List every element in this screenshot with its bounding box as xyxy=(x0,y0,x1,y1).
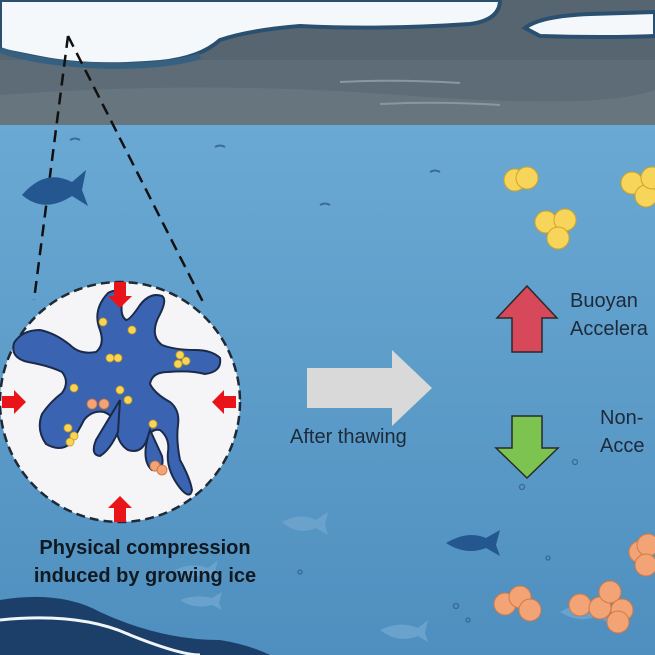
buoyant-label-line2: Accelera xyxy=(570,318,648,340)
fish-icon xyxy=(446,530,500,556)
seabed-wave xyxy=(0,596,270,655)
compression-arrow-left xyxy=(2,390,26,414)
magnified-floc-view xyxy=(0,280,242,524)
compression-caption: Physical compression induced by growing … xyxy=(0,534,290,590)
after-thawing-label: After thawing xyxy=(290,426,407,448)
sinking-down-arrow xyxy=(494,415,560,480)
buoyant-label-line1: Buoyan xyxy=(570,290,638,312)
thaw-arrow xyxy=(307,350,432,426)
compression-arrow-top xyxy=(108,282,132,308)
fish-icon xyxy=(22,170,88,206)
compression-caption-line2: induced by growing ice xyxy=(33,565,257,587)
compression-arrow-bottom xyxy=(108,496,132,522)
non-buoyant-label-line2: Acce xyxy=(600,435,645,457)
non-buoyant-label: Non- Acce xyxy=(600,404,644,460)
buoyant-particles xyxy=(503,166,655,250)
buoyant-label: Buoyan Accelera xyxy=(570,287,648,343)
compression-arrow-right xyxy=(212,390,236,414)
compression-caption-line1: Physical compression xyxy=(39,537,251,559)
sinking-particles xyxy=(493,533,655,634)
buoyant-up-arrow xyxy=(495,284,559,353)
non-buoyant-label-line1: Non- xyxy=(600,407,644,429)
